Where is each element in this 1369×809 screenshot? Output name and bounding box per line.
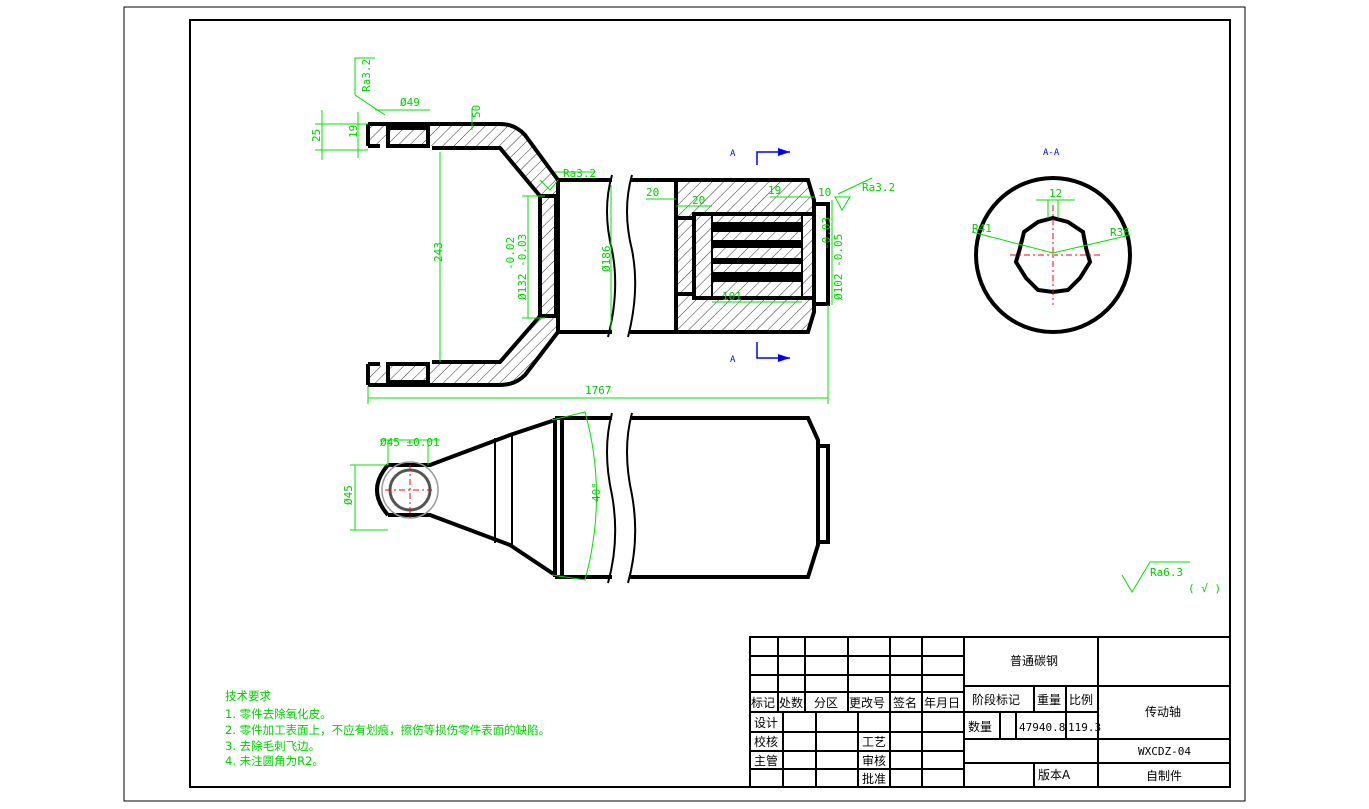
section-markers: A A <box>730 148 790 365</box>
label-quantity-label: 数量 <box>968 719 992 734</box>
label-1: 处数 <box>779 695 803 710</box>
label-1: 2. 零件加工表面上，不应有划痕，擦伤等损伤零件表面的缺陷。 <box>225 723 550 737</box>
general-roughness: Ra6.3 ( √ ) <box>1121 561 1221 595</box>
label-weight-value: 47940.8 <box>1019 721 1065 734</box>
label-d243: 243 <box>432 242 445 262</box>
front-view <box>366 122 830 387</box>
front-dimensions: Ra3.2 Ø49 50 25 19 243 Ø132 -0.03 -0.02 … <box>310 57 895 404</box>
label-5: 年月日 <box>924 696 960 710</box>
label-ra-top: Ra3.2 <box>360 59 373 92</box>
top-view: Ø45 ±0.01 Ø45 40° <box>342 411 830 584</box>
label-d132: Ø132 -0.03 <box>516 234 529 300</box>
label-d45b: Ø45 <box>342 485 355 505</box>
label-version-label: 版本A <box>1038 768 1071 782</box>
label-section-label: A <box>730 355 736 365</box>
label-d186: Ø186 <box>600 246 613 273</box>
label-d19: 19 <box>347 125 360 138</box>
label-weight-label: 重量 <box>1037 693 1061 707</box>
label-d25: 25 <box>310 129 323 142</box>
label-d20a: 20 <box>646 186 659 199</box>
label-d19b: 19 <box>768 184 781 197</box>
label-material: 普通碳钢 <box>1010 654 1058 668</box>
label-section-view-title: A-A <box>1043 148 1060 158</box>
label-d101: 101 <box>722 290 742 303</box>
label-a40: 40° <box>590 482 603 502</box>
label-d45: Ø45 ±0.01 <box>380 436 440 449</box>
label-2: 分区 <box>814 696 838 710</box>
label-ra-right: Ra3.2 <box>862 181 895 194</box>
title-block: 标记 处数 分区 更改号 签名 年月日 设计 校核 主管 工艺 审核 批准 普通… <box>749 636 1231 788</box>
label-d1767: 1767 <box>585 384 612 397</box>
label-title: 技术要求 <box>225 689 271 703</box>
label-d12: 12 <box>1049 187 1062 200</box>
technical-requirements: 技术要求 1. 零件去除氧化皮。 2. 零件加工表面上，不应有划痕，擦伤等损伤零… <box>225 689 550 768</box>
label-d102: Ø102 -0.05 <box>832 234 845 300</box>
label-d50: 50 <box>470 105 483 118</box>
label-ra-general-note: ( √ ) <box>1188 582 1221 595</box>
label-d132-upper: -0.02 <box>504 237 517 270</box>
label-4: 签名 <box>893 695 917 710</box>
label-3: 更改号 <box>849 696 885 710</box>
label-0: 工艺 <box>862 735 886 749</box>
label-d20b: 20 <box>692 194 705 207</box>
label-1: 审核 <box>862 753 886 768</box>
label-scale-value: 119.3 <box>1068 721 1101 734</box>
outer-frame <box>123 6 1246 802</box>
section-a-a: A-A 12 R41 R36 <box>971 148 1132 334</box>
inner-frame <box>189 19 1231 788</box>
label-0: 设计 <box>754 716 778 730</box>
label-3: 4. 未注圆角为R2。 <box>225 754 324 768</box>
label-2: 批准 <box>862 771 886 786</box>
label-2: 主管 <box>754 753 778 768</box>
label-stage-mark: 阶段标记 <box>972 692 1020 707</box>
label-d10: 10 <box>818 186 831 199</box>
label-d102-upper: -0.03 <box>820 217 833 250</box>
label-section-label: A <box>730 149 736 159</box>
label-2: 3. 去除毛刺飞边。 <box>225 739 320 753</box>
label-ra-general: Ra6.3 <box>1150 566 1183 579</box>
label-scale-label: 比例 <box>1069 693 1093 707</box>
label-drawing-number: WXCDZ-04 <box>1138 745 1191 758</box>
label-0: 1. 零件去除氧化皮。 <box>225 707 332 721</box>
label-source: 自制件 <box>1146 769 1182 783</box>
label-ra-mid: Ra3.2 <box>563 167 596 180</box>
label-d49: Ø49 <box>400 96 420 109</box>
label-part-name: 传动轴 <box>1145 704 1181 719</box>
label-r41: R41 <box>972 222 992 235</box>
label-0: 标记 <box>751 696 775 710</box>
label-1: 校核 <box>754 734 778 749</box>
label-r36: R36 <box>1110 226 1130 239</box>
